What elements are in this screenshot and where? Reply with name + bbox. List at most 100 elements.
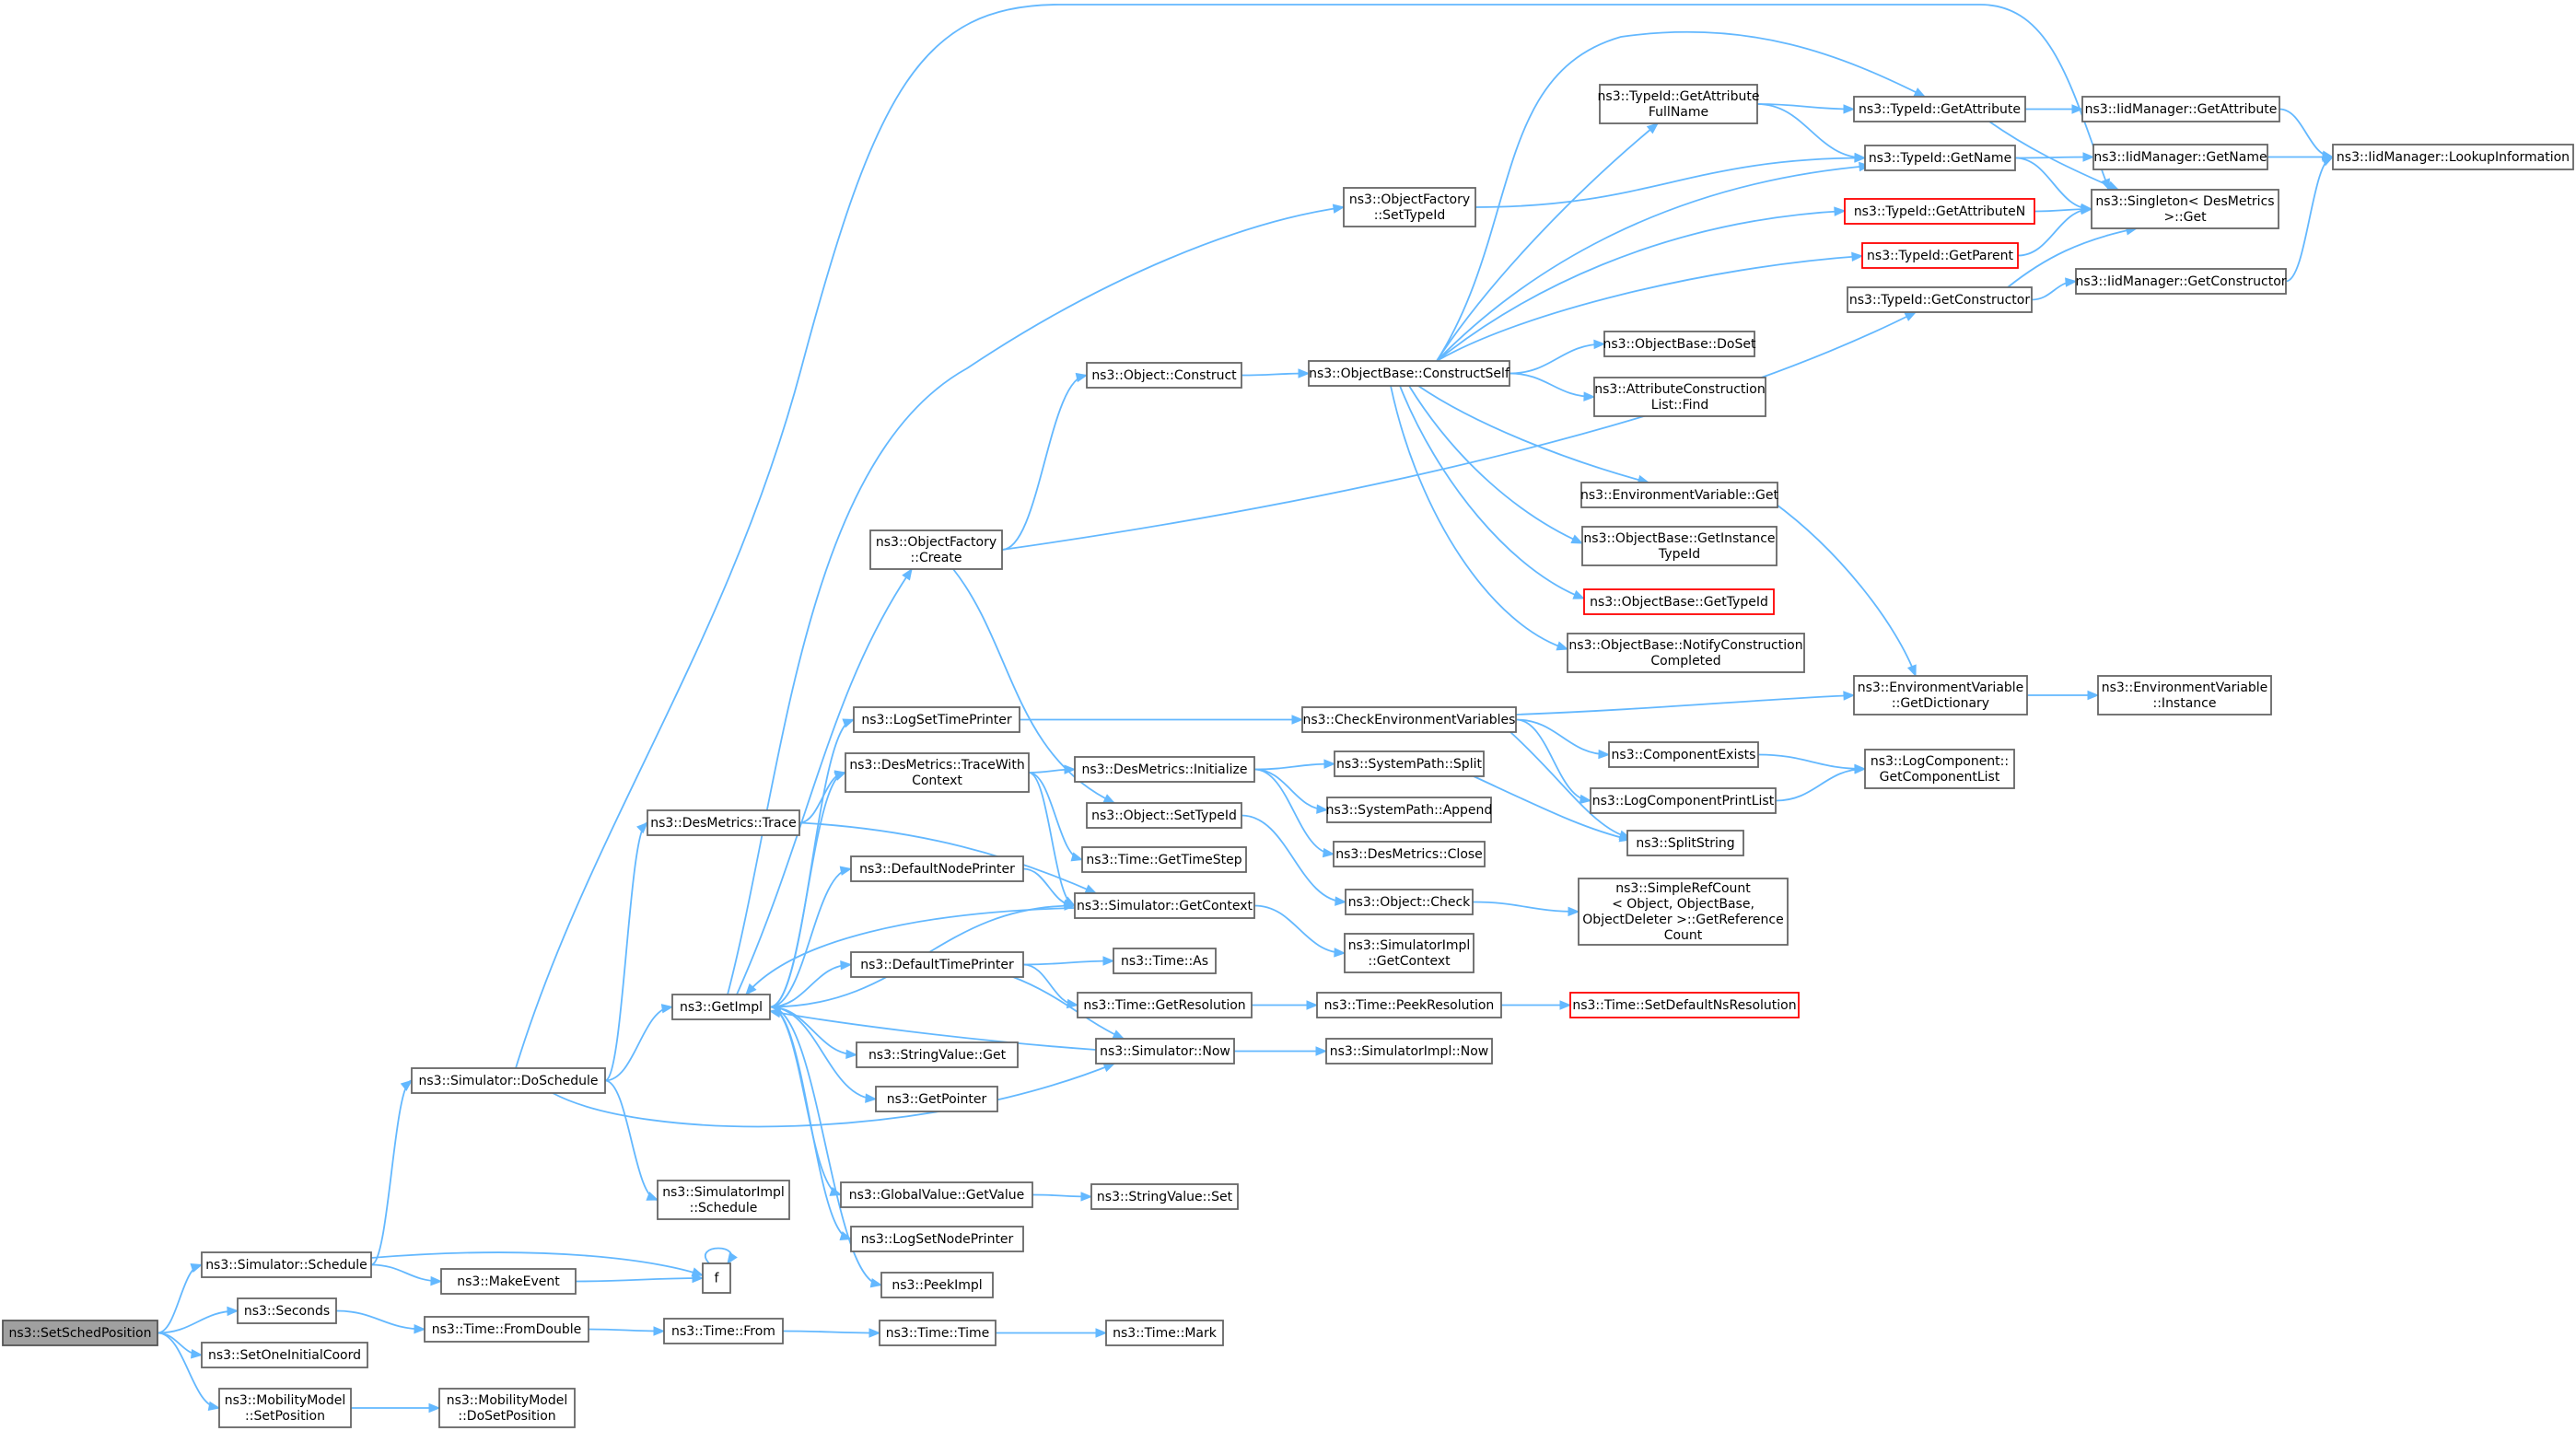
node-seconds[interactable]: ns3::Seconds [237, 1297, 337, 1324]
node-time-setdefaultnsresolution[interactable]: ns3::Time::SetDefaultNsResolution [1569, 992, 1800, 1018]
node-time-getresolution[interactable]: ns3::Time::GetResolution [1077, 992, 1253, 1018]
node-label: ns3::Time::GetTimeStep [1086, 853, 1241, 867]
node-singleton-get[interactable]: ns3::Singleton< DesMetrics>::Get [2091, 189, 2279, 229]
node-typeid-getparent[interactable]: ns3::TypeId::GetParent [1861, 242, 2019, 269]
edge-arrowhead-envvar_get-to-envvar_getdictionary [1906, 664, 1917, 678]
node-componentexists[interactable]: ns3::ComponentExists [1608, 741, 1759, 768]
node-objectbase-notifyconstructioncompleted[interactable]: ns3::ObjectBase::NotifyConstructionCompl… [1567, 633, 1805, 673]
node-splitstring[interactable]: ns3::SplitString [1626, 830, 1744, 856]
node-object-settypeid[interactable]: ns3::Object::SetTypeId [1086, 802, 1242, 829]
node-object-check[interactable]: ns3::Object::Check [1345, 889, 1474, 915]
edge-arrowhead-typeid_getparent-to-singleton_get [2081, 204, 2093, 215]
node-iidmanager-getname[interactable]: ns3::IidManager::GetName [2092, 144, 2268, 170]
node-objectbase-doset[interactable]: ns3::ObjectBase::DoSet [1603, 331, 1756, 357]
node-box [201, 1251, 372, 1278]
node-logsettimeprinter[interactable]: ns3::LogSetTimePrinter [853, 706, 1020, 733]
node-getimpl[interactable]: ns3::GetImpl [671, 994, 771, 1020]
node-simimpl-now[interactable]: ns3::SimulatorImpl::Now [1325, 1038, 1493, 1065]
node-sim-doschedule[interactable]: ns3::Simulator::DoSchedule [411, 1067, 606, 1094]
node-peekimpl[interactable]: ns3::PeekImpl [880, 1272, 994, 1298]
node-box [1105, 1320, 1224, 1346]
node-time-gettimestep[interactable]: ns3::Time::GetTimeStep [1081, 846, 1247, 873]
node-iidmanager-lookupinformation[interactable]: ns3::IidManager::LookupInformation [2332, 144, 2574, 170]
node-mm-setposition[interactable]: ns3::MobilityModel::SetPosition [218, 1388, 352, 1428]
node-box [1599, 84, 1758, 124]
edge-arrowhead-getimpl-to-getpointer [865, 1093, 878, 1103]
node-objfactory-create[interactable]: ns3::ObjectFactory::Create [869, 529, 1003, 570]
node-box [424, 1316, 589, 1343]
edge-arrowhead-time_from-to-time_time [868, 1328, 881, 1338]
node-makeevent[interactable]: ns3::MakeEvent [440, 1268, 577, 1295]
node-setoneinitialcoord[interactable]: ns3::SetOneInitialCoord [201, 1342, 368, 1368]
node-systempath-split[interactable]: ns3::SystemPath::Split [1334, 750, 1485, 777]
node-time-time[interactable]: ns3::Time::Time [879, 1320, 997, 1346]
edge-arrowhead-object_construct-to-objectbase_constructself [1298, 368, 1311, 378]
node-objectbase-gettypeid[interactable]: ns3::ObjectBase::GetTypeId [1583, 588, 1775, 615]
node-box [1081, 846, 1247, 873]
node-label: ns3::SystemPath::Append [1326, 803, 1493, 818]
node-envvar-getdictionary[interactable]: ns3::EnvironmentVariable::GetDictionary [1853, 675, 2028, 716]
node-box [1590, 787, 1777, 814]
node-mm-dosetposition[interactable]: ns3::MobilityModel::DoSetPosition [438, 1388, 576, 1428]
node-defaulttimeprinter[interactable]: ns3::DefaultTimePrinter [850, 951, 1024, 978]
node-getpointer[interactable]: ns3::GetPointer [875, 1086, 998, 1112]
edge-object_check-to-simplerefcount_getreferencecount [1472, 901, 1579, 913]
edge-sim_schedule-to-f [370, 1251, 704, 1276]
node-logsetnodeprinter[interactable]: ns3::LogSetNodePrinter [850, 1226, 1024, 1252]
node-stringvalue-set[interactable]: ns3::StringValue::Set [1090, 1183, 1239, 1210]
node-time-fromdouble[interactable]: ns3::Time::FromDouble [424, 1316, 589, 1343]
edge-arrowhead-getimpl-to-peekimpl [869, 1278, 883, 1288]
node-defaultnodeprinter[interactable]: ns3::DefaultNodePrinter [850, 855, 1024, 882]
node-label: ns3::SimulatorImpl::Now [1330, 1044, 1489, 1059]
node-systempath-append[interactable]: ns3::SystemPath::Append [1326, 797, 1493, 823]
edge-typeid_getattributefullname-to-typeid_getname [1756, 103, 1866, 159]
node-root[interactable]: ns3::SetSchedPosition [2, 1320, 158, 1346]
node-object-construct[interactable]: ns3::Object::Construct [1086, 362, 1242, 389]
node-label: List::Find [1651, 398, 1709, 413]
node-time-as[interactable]: ns3::Time::As [1113, 948, 1217, 974]
node-envvar-instance[interactable]: ns3::EnvironmentVariable::Instance [2097, 675, 2272, 716]
node-sim-now[interactable]: ns3::Simulator::Now [1095, 1038, 1235, 1065]
node-sim-getcontext[interactable]: ns3::Simulator::GetContext [1074, 892, 1255, 919]
node-time-mark[interactable]: ns3::Time::Mark [1105, 1320, 1224, 1346]
edge-getimpl-to-objfactory_settypeid [727, 206, 1345, 995]
node-envvar-get[interactable]: ns3::EnvironmentVariable::Get [1580, 482, 1778, 508]
node-typeid-getattributen[interactable]: ns3::TypeId::GetAttributeN [1844, 198, 2035, 225]
node-typeid-getattribute[interactable]: ns3::TypeId::GetAttribute [1853, 96, 2026, 122]
node-label: ns3::ComponentExists [1612, 748, 1756, 762]
node-simplerefcount-getreferencecount[interactable]: ns3::SimpleRefCount< Object, ObjectBase,… [1578, 878, 1789, 946]
node-objectbase-constructself[interactable]: ns3::ObjectBase::ConstructSelf [1308, 360, 1510, 387]
edge-arrowhead-checkenvvars-to-componentexists [1598, 749, 1611, 760]
node-objfactory-settypeid[interactable]: ns3::ObjectFactory::SetTypeId [1343, 187, 1476, 227]
node-box [440, 1268, 577, 1295]
edge-arrowhead-objectbase_constructself-to-typeid_getattribute [1913, 87, 1927, 98]
node-label: ns3::DesMetrics::Close [1335, 847, 1483, 862]
node-simimpl-schedule[interactable]: ns3::SimulatorImpl::Schedule [657, 1180, 790, 1220]
node-desmetrics-close[interactable]: ns3::DesMetrics::Close [1333, 841, 1486, 867]
node-label: ns3::CheckEnvironmentVariables [1303, 713, 1516, 727]
node-box [1593, 377, 1766, 417]
node-desmetrics-initialize[interactable]: ns3::DesMetrics::Initialize [1074, 756, 1255, 783]
node-checkenvvars[interactable]: ns3::CheckEnvironmentVariables [1301, 706, 1517, 733]
node-f[interactable]: f [702, 1262, 731, 1294]
node-stringvalue-get[interactable]: ns3::StringValue::Get [856, 1041, 1019, 1068]
node-time-from[interactable]: ns3::Time::From [663, 1318, 784, 1344]
node-box [1603, 331, 1755, 357]
node-iidmanager-getconstructor[interactable]: ns3::IidManager::GetConstructor [2075, 268, 2287, 295]
node-iidmanager-getattribute[interactable]: ns3::IidManager::GetAttribute [2081, 96, 2280, 122]
node-typeid-getname[interactable]: ns3::TypeId::GetName [1864, 145, 2016, 171]
node-label: ::Instance [2153, 696, 2217, 711]
node-time-peekresolution[interactable]: ns3::Time::PeekResolution [1316, 992, 1502, 1018]
node-sim-schedule[interactable]: ns3::Simulator::Schedule [201, 1251, 372, 1278]
node-logcomponentprintlist[interactable]: ns3::LogComponentPrintList [1590, 787, 1777, 814]
node-simimpl-getcontext[interactable]: ns3::SimulatorImpl::GetContext [1344, 933, 1474, 973]
node-globalvalue-getvalue[interactable]: ns3::GlobalValue::GetValue [840, 1181, 1033, 1208]
node-desmetrics-trace[interactable]: ns3::DesMetrics::Trace [647, 809, 800, 836]
node-logcomponent-getcomponentlist[interactable]: ns3::LogComponent::GetComponentList [1864, 749, 2015, 789]
node-typeid-getconstructor[interactable]: ns3::TypeId::GetConstructor [1847, 286, 2033, 313]
edge-defaulttimeprinter-to-sim_now [1012, 976, 1125, 1040]
